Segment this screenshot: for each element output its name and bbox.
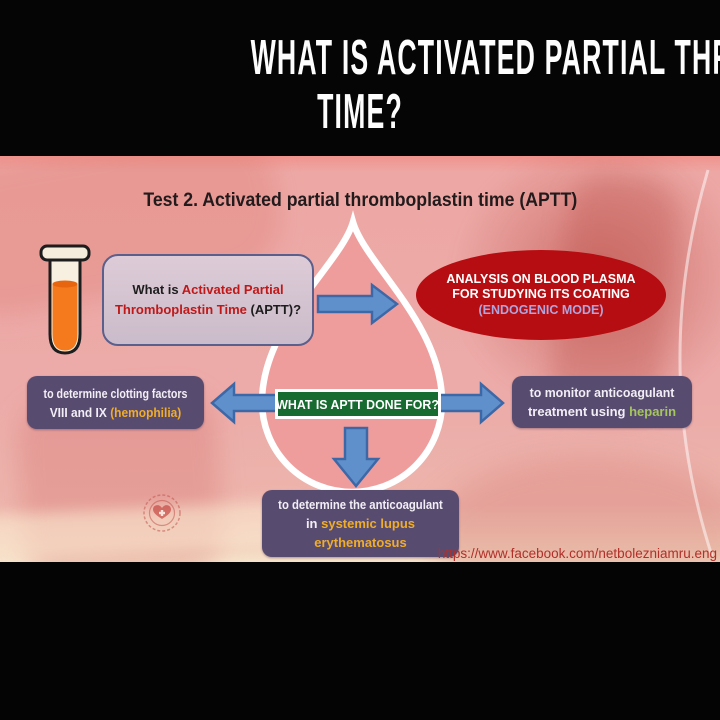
facebook-link[interactable]: https://www.facebook.com/netbolezniamru.… bbox=[437, 546, 717, 561]
heparin-highlight: heparin bbox=[629, 404, 677, 419]
purpose-right-line1: to monitor anticoagulant bbox=[529, 385, 675, 400]
background-white-arc bbox=[678, 169, 714, 557]
bottom-black-bar bbox=[0, 562, 720, 720]
purpose-left-line2: VIII and IX (hemophilia) bbox=[34, 403, 197, 422]
question-box-line2: Thromboplastin Time (APTT)? bbox=[104, 300, 312, 320]
test-tube-icon bbox=[39, 244, 91, 355]
diagram-art-layer bbox=[143, 169, 714, 557]
arrow-left-icon bbox=[210, 381, 279, 425]
question-box-text: What is bbox=[132, 282, 182, 297]
purpose-bottom-line3: erythematosus bbox=[314, 535, 407, 550]
question-box-text: (APTT)? bbox=[250, 302, 302, 317]
purpose-right-text: treatment using bbox=[527, 404, 630, 419]
top-title-bar: WHAT IS ACTIVATED PARTIAL THROMBOPLASTIN… bbox=[0, 0, 720, 156]
purpose-left-line1: to determine clotting factors bbox=[43, 385, 188, 401]
hemophilia-highlight: (hemophilia) bbox=[110, 404, 182, 420]
analysis-line2: FOR STUDYING ITS COATING bbox=[452, 287, 630, 302]
slide-heading: Test 2. Activated partial thromboplastin… bbox=[0, 186, 720, 216]
question-box-line1: What is Activated Partial bbox=[104, 280, 312, 300]
center-question-text: WHAT IS APTT DONE FOR? bbox=[276, 396, 440, 412]
lupus-highlight: systemic lupus bbox=[321, 516, 416, 531]
content-stage: Test 2. Activated partial thromboplastin… bbox=[0, 156, 720, 562]
purpose-box-bottom: to determine the anticoagulant in system… bbox=[262, 490, 459, 557]
purpose-bottom-text: in bbox=[305, 516, 322, 531]
purpose-box-left: to determine clotting factors VIII and I… bbox=[27, 376, 204, 429]
analysis-ellipse: ANALYSIS ON BLOOD PLASMA FOR STUDYING IT… bbox=[416, 250, 666, 340]
center-question-box: WHAT IS APTT DONE FOR? bbox=[275, 389, 441, 419]
purpose-box-right: to monitor anticoagulant treatment using… bbox=[512, 376, 692, 428]
arrow-right-icon bbox=[436, 381, 505, 425]
analysis-line1: ANALYSIS ON BLOOD PLASMA bbox=[446, 271, 636, 286]
page-title-line1: WHAT IS ACTIVATED PARTIAL THROMBOPLASTIN bbox=[250, 29, 720, 85]
question-box: What is Activated Partial Thromboplastin… bbox=[102, 254, 314, 346]
question-box-highlight: Activated Partial bbox=[181, 282, 284, 297]
purpose-bottom-line2: in systemic lupus bbox=[262, 514, 459, 533]
purpose-bottom-line1: to determine the anticoagulant bbox=[278, 497, 443, 512]
slide-heading-text: Test 2. Activated partial thromboplastin… bbox=[143, 190, 577, 211]
page-title-line2: TIME? bbox=[317, 83, 403, 139]
arrow-down-icon bbox=[331, 426, 381, 488]
purpose-right-line2: treatment using heparin bbox=[512, 402, 692, 421]
purpose-left-text: VIII and IX bbox=[49, 404, 111, 420]
heart-stamp-icon bbox=[143, 494, 181, 532]
question-box-highlight: Thromboplastin Time bbox=[114, 302, 251, 317]
arrow-right-icon bbox=[316, 282, 400, 326]
analysis-line3: (ENDOGENIC MODE) bbox=[478, 302, 604, 317]
